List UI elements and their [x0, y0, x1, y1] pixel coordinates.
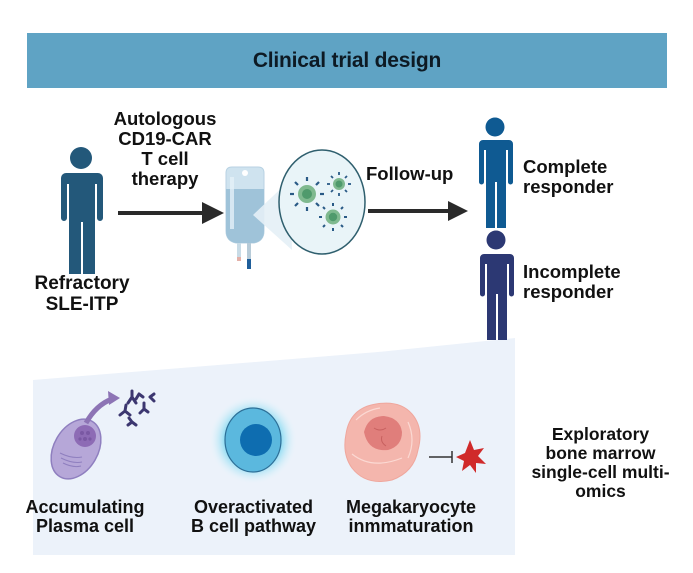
- exploratory-label: Exploratory bone marrow single-cell mult…: [531, 424, 670, 501]
- patient-label: Refractory SLE-ITP: [34, 273, 130, 315]
- finding-plasma-cell-label: Accumulating Plasma cell: [25, 497, 145, 537]
- incomplete-responder-label: Incomplete responder: [523, 261, 621, 302]
- car-t-cells-icon: [278, 149, 366, 255]
- finding-b-cell-label: Overactivated B cell pathway: [190, 497, 317, 537]
- iv-bag-icon: [225, 166, 265, 269]
- plasma-cell-icon: [50, 389, 156, 480]
- diagram-title: Clinical trial design: [252, 48, 442, 72]
- patient-person-icon: [61, 147, 103, 274]
- b-cell-icon: [209, 396, 297, 484]
- follow-up-label: Follow-up: [366, 163, 454, 184]
- therapy-label: Autologous CD19-CAR T cell therapy: [113, 108, 217, 189]
- megakaryocyte-icon: [344, 402, 486, 482]
- complete-responder-person-icon: [479, 117, 513, 228]
- finding-megakaryocyte-label: Megakaryocyte inmmaturation: [345, 497, 477, 537]
- header-banner: Clinical trial design: [27, 33, 667, 88]
- complete-responder-label: Complete responder: [523, 156, 614, 197]
- arrow-to-outcomes: [368, 201, 468, 221]
- arrow-to-therapy: [118, 202, 224, 224]
- incomplete-responder-person-icon: [480, 230, 514, 340]
